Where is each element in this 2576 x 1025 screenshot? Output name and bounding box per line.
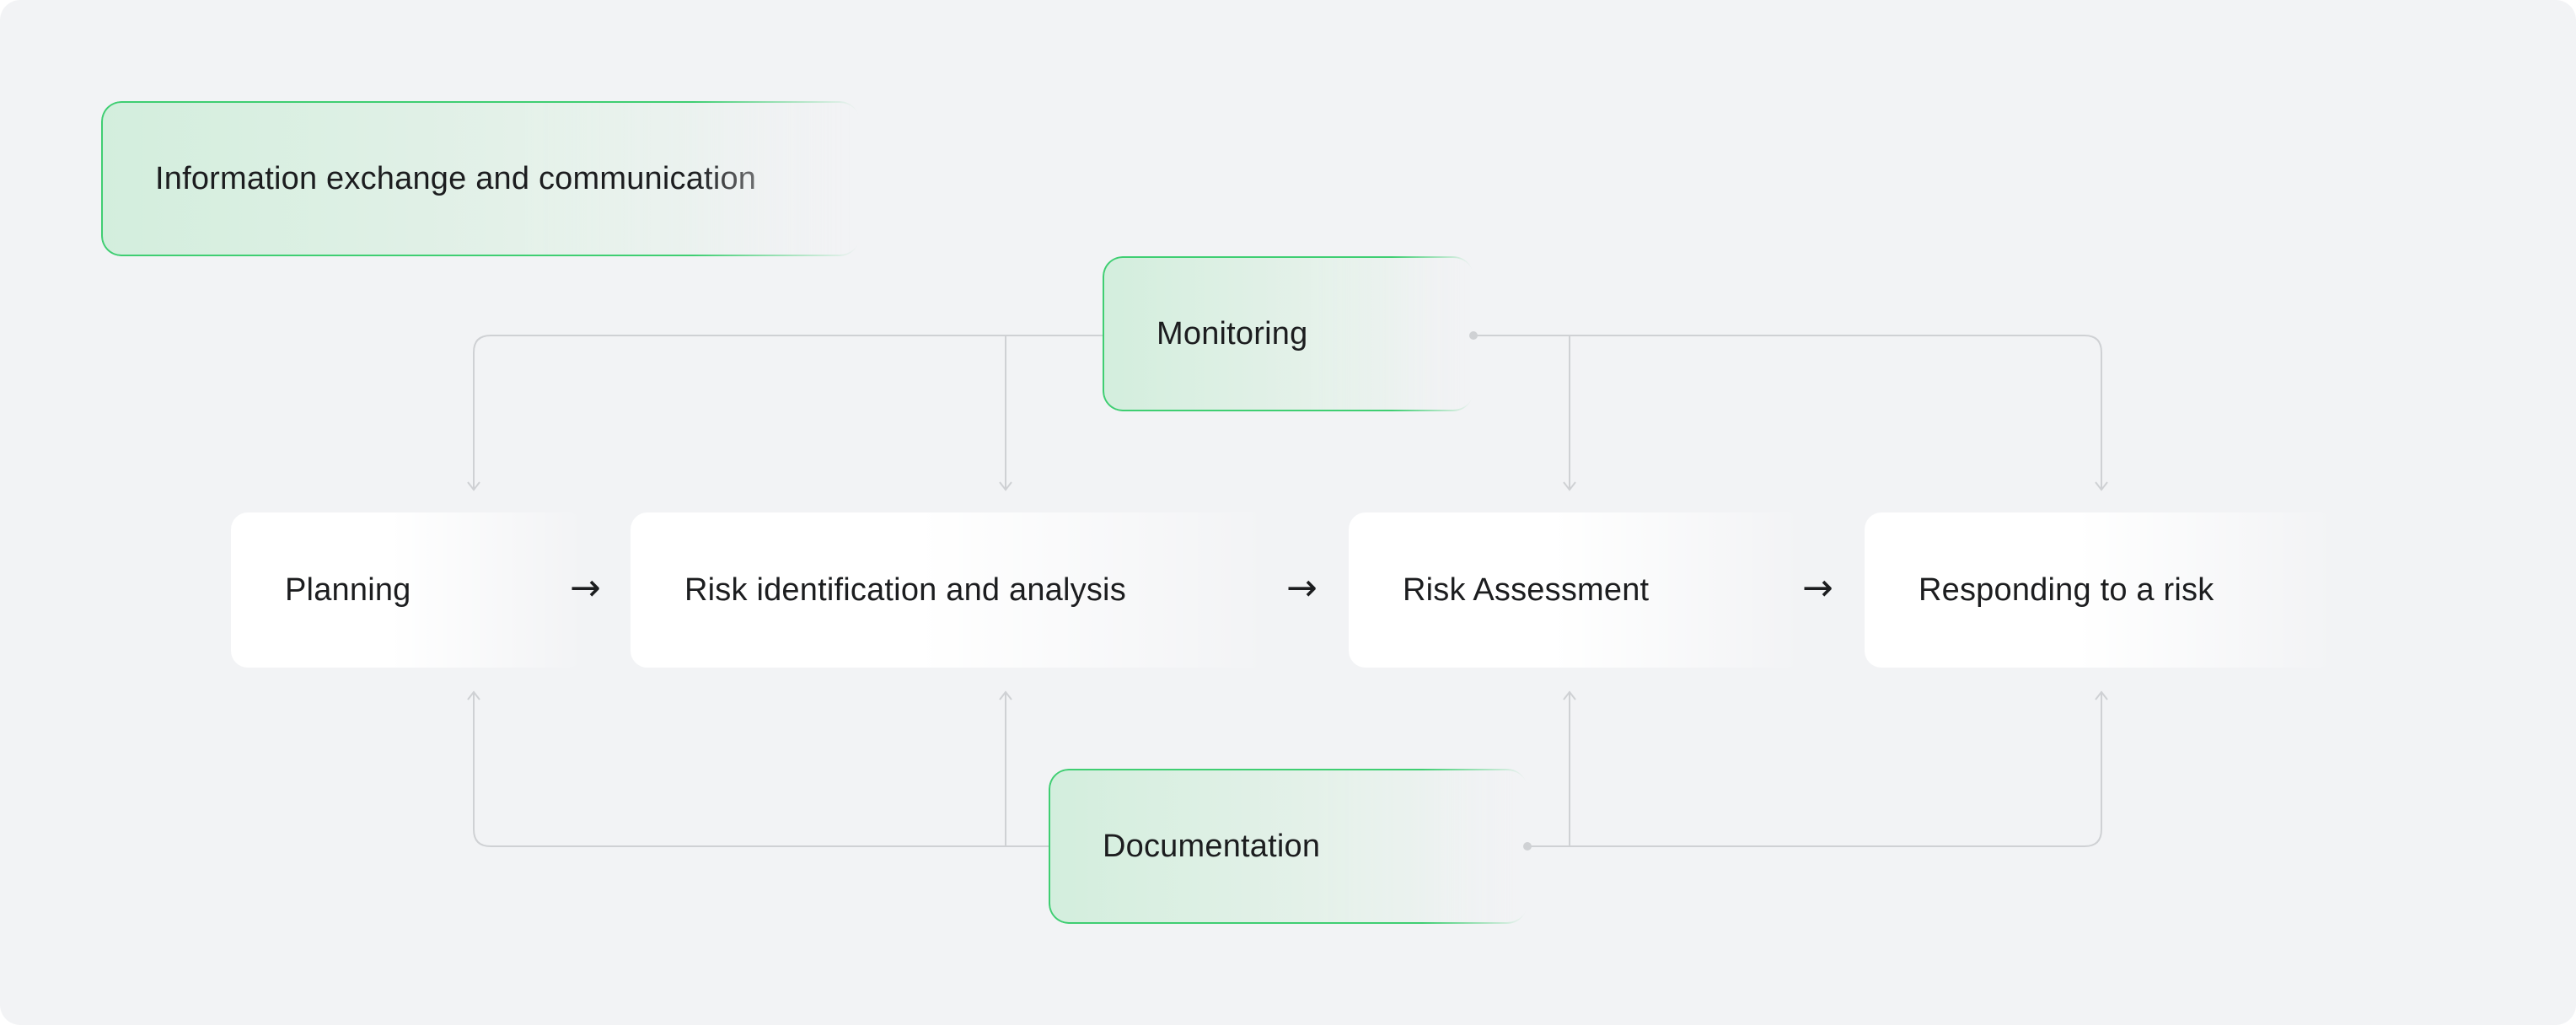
arrowhead-up-planning <box>467 690 480 700</box>
step-planning: Planning <box>231 512 585 668</box>
info-exchange-box: Information exchange and communication <box>101 101 860 256</box>
step-planning-label: Planning <box>285 572 411 608</box>
step-risk-identification-label: Risk identification and analysis <box>684 572 1126 608</box>
step-risk-assessment-label: Risk Assessment <box>1403 572 1650 608</box>
arrowhead-down-risk-identification <box>999 481 1012 491</box>
monitoring-connector-right <box>1473 335 2102 489</box>
step-responding: Responding to a risk <box>1865 512 2337 668</box>
step-responding-label: Responding to a risk <box>1919 572 2214 608</box>
step-risk-identification: Risk identification and analysis <box>631 512 1271 668</box>
step-risk-assessment: Risk Assessment <box>1349 512 1804 668</box>
arrowhead-down-risk-assessment <box>1563 481 1576 491</box>
documentation-label: Documentation <box>1103 828 1321 864</box>
arrowhead-up-responding <box>2095 690 2108 700</box>
flow-arrow-3: → <box>1802 566 1833 609</box>
arrowhead-up-risk-assessment <box>1563 690 1576 700</box>
documentation-connector-right <box>1527 693 2102 847</box>
info-exchange-label: Information exchange and communication <box>155 160 757 196</box>
monitoring-connector-left <box>473 335 1103 489</box>
documentation-connector-left <box>473 693 1049 847</box>
arrowhead-down-planning <box>467 481 480 491</box>
arrowhead-down-responding <box>2095 481 2108 491</box>
documentation-box: Documentation <box>1049 769 1527 924</box>
flow-arrow-1: → <box>570 566 601 609</box>
flow-arrow-2: → <box>1286 566 1318 609</box>
monitoring-label: Monitoring <box>1157 315 1308 352</box>
arrowhead-up-risk-identification <box>999 690 1012 700</box>
monitoring-box: Monitoring <box>1103 256 1473 411</box>
